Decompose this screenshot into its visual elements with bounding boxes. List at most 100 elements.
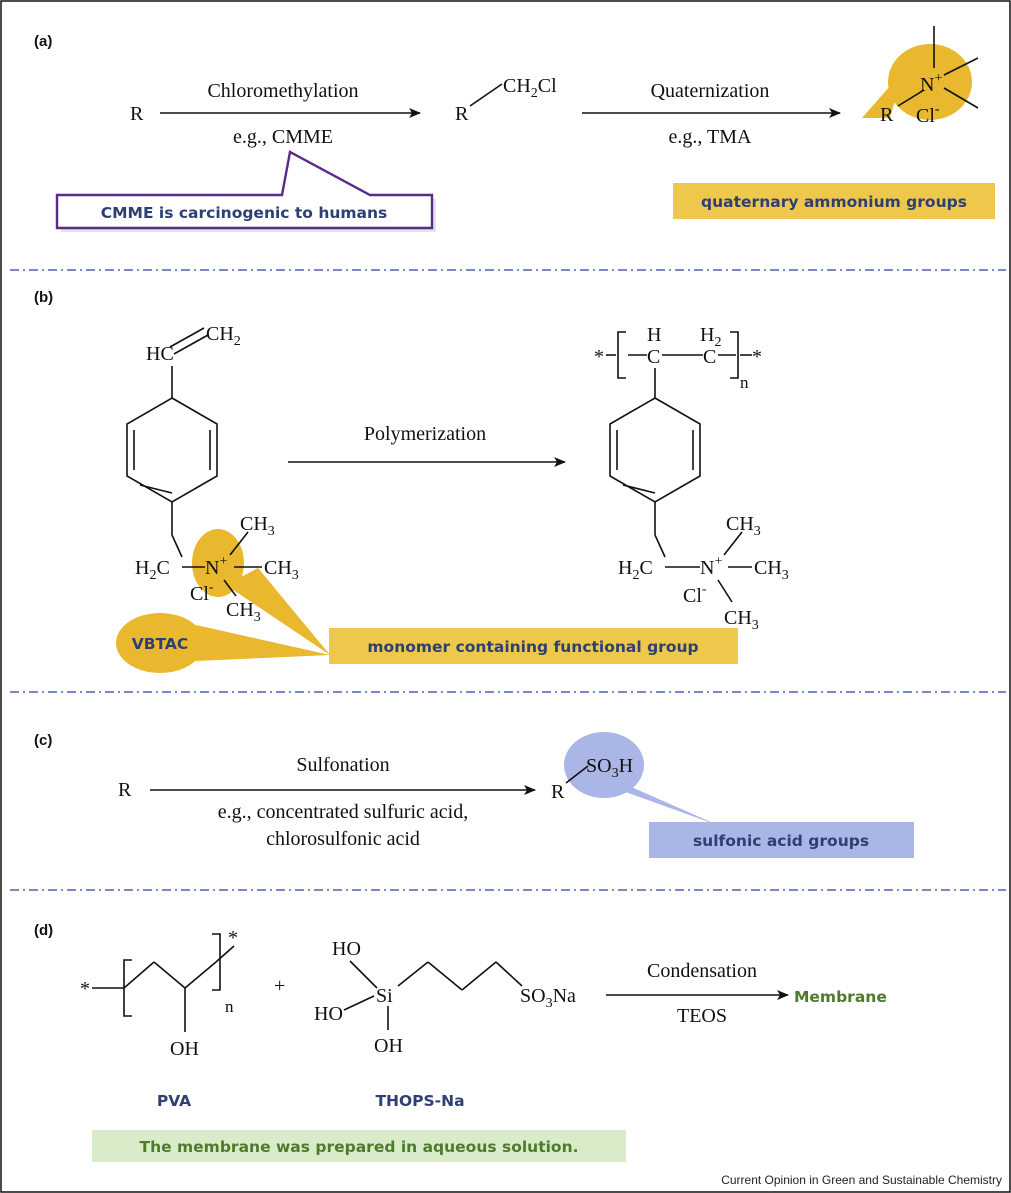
polymer-ring-inner-3 xyxy=(622,484,656,494)
monomer-benzene-ring xyxy=(126,397,218,503)
monomer-n-atom: N+ xyxy=(205,554,227,579)
quaternization-label: Quaternization xyxy=(651,80,770,102)
thops-oh-bottom: OH xyxy=(374,1035,403,1057)
panel-a: (a) R Chloromethylation e.g., CMME R CH2… xyxy=(34,26,995,232)
panel-a-label: (a) xyxy=(34,33,52,50)
plus-sign: + xyxy=(274,975,285,997)
polymer-ch2-bend xyxy=(654,534,666,558)
polymer-c1: C xyxy=(647,346,660,368)
product-chloride: Cl- xyxy=(916,102,940,127)
polymer-ch3-right: CH3 xyxy=(754,557,789,583)
cmme-reagent-label: e.g., CMME xyxy=(233,126,333,148)
aqueous-note-box xyxy=(92,1130,626,1162)
pva-chain-3 xyxy=(184,961,217,989)
panel-a-reactant-r: R xyxy=(130,103,144,125)
polymer-bracket-left xyxy=(617,331,626,379)
propyl-bond-1 xyxy=(397,961,429,987)
monomer-n-ch3-top-bond xyxy=(229,531,249,556)
pva-name: PVA xyxy=(157,1092,191,1110)
intermediate-r: R xyxy=(455,103,469,125)
pva-oh: OH xyxy=(170,1038,199,1060)
panel-c-reactant-r: R xyxy=(118,779,132,801)
vbtac-bubble xyxy=(116,613,204,673)
monomer-n-ch3-bottom-bond xyxy=(223,579,237,597)
panel-c-label: (c) xyxy=(34,732,52,749)
polymer-benzene-ring xyxy=(609,397,701,503)
vbtac-callout-tail xyxy=(196,625,330,661)
vinyl-bond-2 xyxy=(173,334,209,355)
propyl-bond-2 xyxy=(427,961,463,991)
thops-si: Si xyxy=(376,985,393,1007)
si-oh-left-bond xyxy=(343,995,375,1011)
monomer-hc: HC xyxy=(146,343,174,365)
product-r: R xyxy=(880,104,894,126)
vinyl-bond-1 xyxy=(169,327,205,348)
monomer-ch3-right: CH3 xyxy=(264,557,299,583)
pva-chain-2 xyxy=(153,961,186,989)
sulfonic-note-box xyxy=(649,822,914,858)
polymer-star-right: * xyxy=(752,346,762,368)
carcinogenic-warning: CMME is carcinogenic to humans xyxy=(101,204,388,222)
polymer-h2c: H2C xyxy=(618,557,653,583)
polymer-n-atom: N+ xyxy=(700,554,722,579)
monomer-ch3-bottom: CH3 xyxy=(226,599,261,625)
thops-ho-top: HO xyxy=(332,938,361,960)
monomer-note-box xyxy=(329,628,738,664)
chloromethyl-group: CH2Cl xyxy=(503,75,557,101)
tma-reagent-label: e.g., TMA xyxy=(669,126,753,148)
sulfonic-callout-tail xyxy=(598,782,720,826)
monomer-h2c: H2C xyxy=(135,557,170,583)
teos-label: TEOS xyxy=(677,1005,727,1027)
polymer-h2: H2 xyxy=(700,324,721,350)
pva-bracket-right xyxy=(212,933,221,991)
panel-c-product-r: R xyxy=(551,781,565,803)
panel-c: (c) R Sulfonation e.g., concentrated sul… xyxy=(34,732,914,858)
condensation-label: Condensation xyxy=(647,960,757,982)
panel-b-label: (b) xyxy=(34,289,53,306)
n-methyl-bond-lower xyxy=(943,87,979,109)
thops-so3na: SO3Na xyxy=(520,985,576,1011)
panel-d: (d) * OH * n + HO Si HO OH SO3Na Condens… xyxy=(34,922,887,1162)
vbtac-label: VBTAC xyxy=(132,635,189,653)
r-n-bond xyxy=(897,89,925,107)
r-so3h-bond xyxy=(565,765,589,784)
monomer-functional-note: monomer containing functional group xyxy=(367,638,698,656)
polymer-n-ch3-top-bond xyxy=(723,531,743,556)
pva-star-left: * xyxy=(80,978,90,1000)
polymer-bracket-right xyxy=(730,331,739,379)
warning-callout-box xyxy=(55,150,434,230)
monomer-ch2-bend xyxy=(171,534,183,558)
polymerization-label: Polymerization xyxy=(364,423,486,445)
sulfonation-reagent-line2: chlorosulfonic acid xyxy=(266,828,420,850)
polymer-h: H xyxy=(647,324,661,346)
aqueous-solution-note: The membrane was prepared in aqueous sol… xyxy=(140,1138,579,1156)
pva-chain-1 xyxy=(123,961,155,989)
polymer-c2: C xyxy=(703,346,716,368)
thops-ho-left: HO xyxy=(314,1003,343,1025)
polymer-repeat-n: n xyxy=(740,373,749,392)
si-oh-top-bond xyxy=(349,960,378,989)
sulfonic-highlight xyxy=(564,732,644,798)
monomer-ch3-top: CH3 xyxy=(240,513,275,539)
quaternary-ammonium-note: quaternary ammonium groups xyxy=(701,193,967,211)
membrane-product: Membrane xyxy=(794,988,887,1006)
monomer-callout-tail xyxy=(226,568,330,655)
monomer-n-highlight xyxy=(192,529,244,597)
intermediate-bond xyxy=(469,83,503,107)
propyl-bond-3 xyxy=(461,961,497,991)
monomer-ring-inner-3 xyxy=(139,484,173,494)
product-n-atom: N+ xyxy=(920,71,942,96)
n-methyl-bond-right xyxy=(943,57,979,76)
sulfonic-acid-group: SO3H xyxy=(586,755,633,781)
sulfonation-reagent-line1: e.g., concentrated sulfuric acid, xyxy=(218,801,468,823)
panel-d-label: (d) xyxy=(34,922,53,939)
monomer-chloride: Cl- xyxy=(190,580,214,605)
polymer-star-left: * xyxy=(594,346,604,368)
pva-right-bond xyxy=(215,945,235,963)
sulfonation-label: Sulfonation xyxy=(296,754,389,776)
panel-b: (b) HC CH2 H2C N+ CH3 CH3 CH3 Cl- VBTAC … xyxy=(34,289,789,673)
polymer-ch3-top: CH3 xyxy=(726,513,761,539)
pva-repeat-n: n xyxy=(225,997,234,1016)
pva-star-right: * xyxy=(228,927,238,949)
